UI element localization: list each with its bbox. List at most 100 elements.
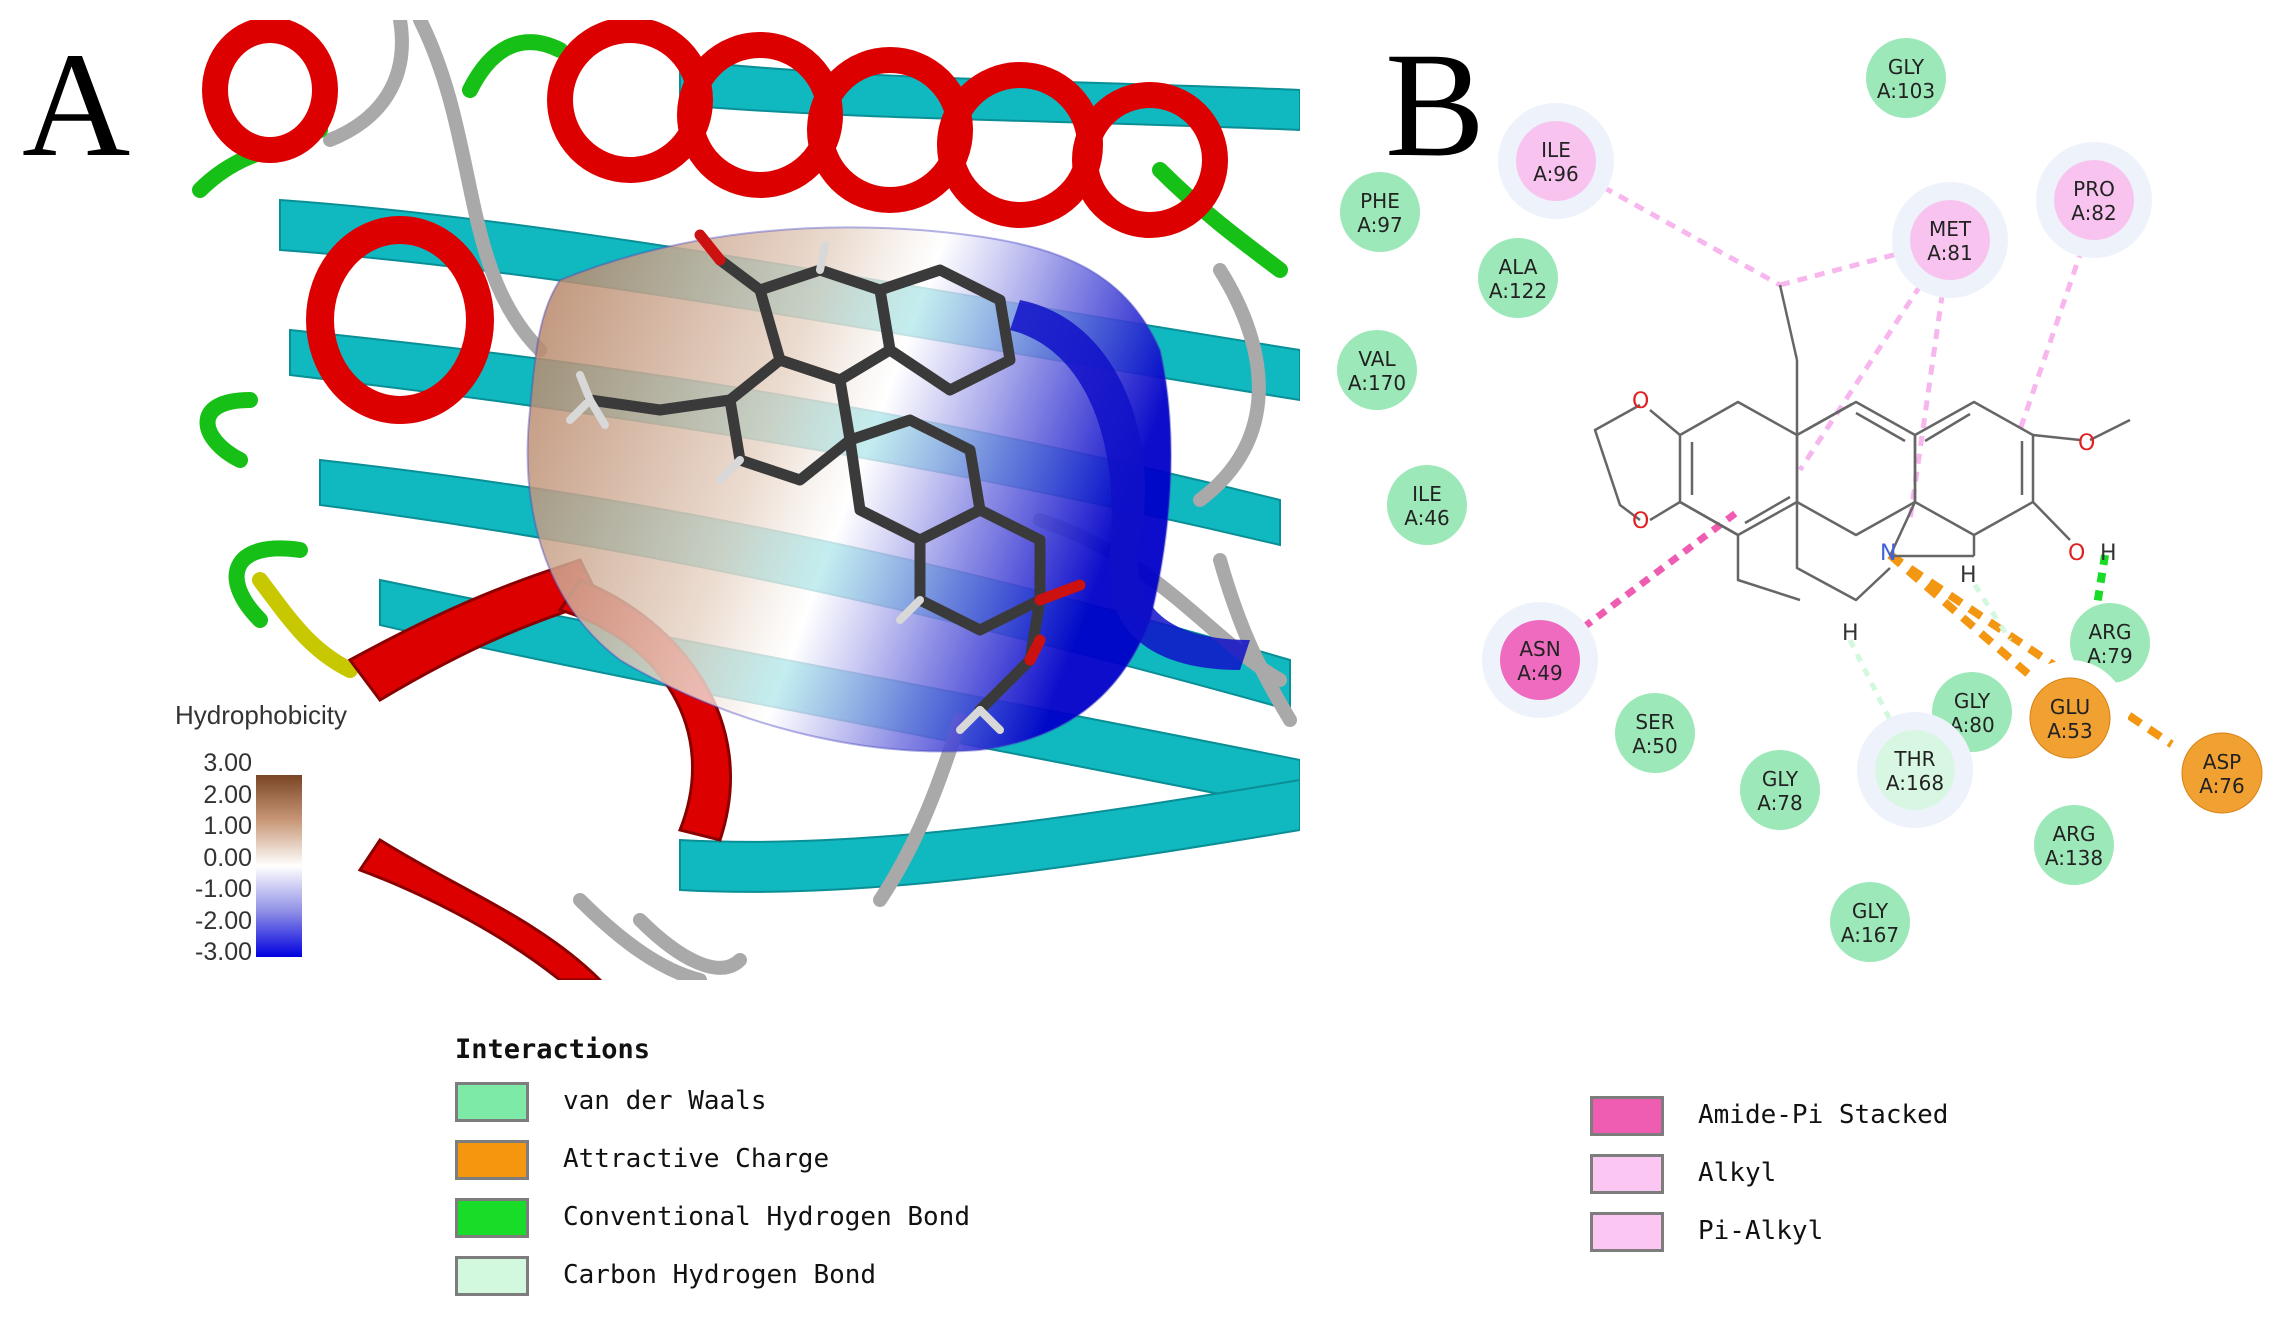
hydrophobicity-tick: -3.00 bbox=[195, 938, 252, 966]
legend-label: Alkyl bbox=[1698, 1158, 1777, 1188]
legend-swatch bbox=[455, 1198, 529, 1238]
hydrophobicity-tick: -2.00 bbox=[195, 906, 252, 935]
legend-swatch bbox=[1590, 1212, 1664, 1252]
ligand-oxygens bbox=[694, 229, 1086, 666]
charge-line bbox=[1887, 551, 2213, 774]
ligand-hydrogens bbox=[566, 241, 1004, 734]
residue-label: A:50 bbox=[1632, 734, 1678, 758]
atom-label: H bbox=[2100, 541, 2117, 566]
residue-label: ARG bbox=[2088, 620, 2131, 644]
alpha-helices bbox=[202, 17, 1228, 982]
legend-swatch bbox=[455, 1082, 529, 1122]
hydrophobicity-title: Hydrophobicity bbox=[175, 700, 347, 730]
residue-label: A:46 bbox=[1404, 506, 1450, 530]
residue-label: PHE bbox=[1360, 189, 1400, 213]
residue-label: A:78 bbox=[1757, 791, 1803, 815]
residue-label: A:53 bbox=[2047, 719, 2093, 743]
panel-a-label: A bbox=[22, 22, 131, 188]
residue-label: A:49 bbox=[1517, 661, 1563, 685]
atom-label: O bbox=[2068, 541, 2085, 566]
hydrophobicity-tick: 0.00 bbox=[203, 843, 252, 872]
residue-label: ILE bbox=[1412, 482, 1442, 506]
amide-pi-line bbox=[1537, 507, 1743, 663]
residue-label: A:138 bbox=[2045, 846, 2103, 870]
legend-label: Amide-Pi Stacked bbox=[1698, 1100, 1949, 1130]
legend-title: Interactions bbox=[455, 1034, 651, 1065]
hydrophobicity-color-bar bbox=[256, 775, 302, 957]
ligand-skeleton bbox=[1593, 284, 2131, 602]
hydrophobicity-tick: -1.00 bbox=[195, 875, 252, 903]
residue-halo bbox=[1857, 712, 1973, 828]
legend-label: van der Waals bbox=[563, 1086, 767, 1116]
residue-label: THR bbox=[1893, 747, 1935, 771]
alkyl-line bbox=[1779, 237, 1951, 288]
hydrophobicity-tick: 1.00 bbox=[203, 812, 252, 840]
panel-b-label: B bbox=[1385, 22, 1486, 188]
residue-label: ALA bbox=[1499, 255, 1538, 279]
residue-halo bbox=[1892, 182, 2008, 298]
yellow-segment bbox=[252, 572, 358, 678]
residue-label: GLY bbox=[1852, 899, 1889, 923]
residue-label: MET bbox=[1929, 217, 1972, 241]
legend-label: Pi-Alkyl bbox=[1698, 1216, 1824, 1246]
atom-label: O bbox=[2078, 431, 2095, 456]
atom-label: N bbox=[1880, 541, 1896, 566]
residue-label: A:167 bbox=[1841, 923, 1899, 947]
legend-swatch bbox=[455, 1256, 529, 1296]
pi-alkyl-line bbox=[2017, 213, 2097, 431]
residue-disc bbox=[1830, 882, 1910, 962]
residue-label: ILE bbox=[1541, 138, 1571, 162]
residue-disc bbox=[2181, 732, 2263, 814]
legend-swatch bbox=[1590, 1154, 1664, 1194]
atom-label: O bbox=[1632, 509, 1649, 534]
residue-label: A:103 bbox=[1877, 79, 1935, 103]
legend-label: Conventional Hydrogen Bond bbox=[563, 1202, 970, 1232]
residue-label: A:168 bbox=[1886, 771, 1944, 795]
residue-disc bbox=[2029, 677, 2111, 759]
residue-disc bbox=[1337, 330, 1417, 410]
residue-label: A:97 bbox=[1357, 213, 1403, 237]
residue-halo bbox=[1498, 103, 1614, 219]
residue-label: A:96 bbox=[1533, 162, 1579, 186]
residue-disc bbox=[1932, 672, 2012, 752]
atom-labels: O O O O N H H H bbox=[1632, 389, 2117, 646]
residue-label: ASP bbox=[2203, 750, 2241, 774]
residue-disc bbox=[1387, 465, 1467, 545]
residue-halo bbox=[2012, 660, 2128, 776]
residue-label: A:79 bbox=[2087, 644, 2133, 668]
atom-label: O bbox=[1632, 389, 1649, 414]
hydrophobicity-ticks: 3.00 2.00 1.00 0.00 -1.00 -2.00 -3.00 bbox=[168, 748, 252, 969]
residue-disc bbox=[1910, 200, 1990, 280]
residue-label: A:81 bbox=[1927, 241, 1973, 265]
legend-label: Carbon Hydrogen Bond bbox=[563, 1260, 877, 1290]
protein-ribbon-view bbox=[160, 13, 1301, 987]
residue-label: ARG bbox=[2052, 822, 2095, 846]
charge-line bbox=[1887, 551, 2073, 714]
atom-label: H bbox=[1960, 563, 1977, 588]
hydrophobicity-tick: 2.00 bbox=[203, 780, 252, 809]
carbon-hbond-line bbox=[1847, 638, 1913, 762]
hydrophobicity-tick: 3.00 bbox=[203, 749, 252, 777]
residue-disc bbox=[2054, 160, 2134, 240]
residue-label: A:80 bbox=[1949, 713, 1995, 737]
residue-label: ASN bbox=[1519, 637, 1560, 661]
alkyl-line bbox=[1554, 158, 1782, 288]
carbon-hbond-line bbox=[1972, 583, 2013, 642]
residue-label: PRO bbox=[2073, 177, 2115, 201]
residue-disc bbox=[1866, 38, 1946, 118]
residue-disc bbox=[1500, 620, 1580, 700]
residue-label: A:170 bbox=[1348, 371, 1406, 395]
ribbon-illustration bbox=[192, 13, 1301, 987]
